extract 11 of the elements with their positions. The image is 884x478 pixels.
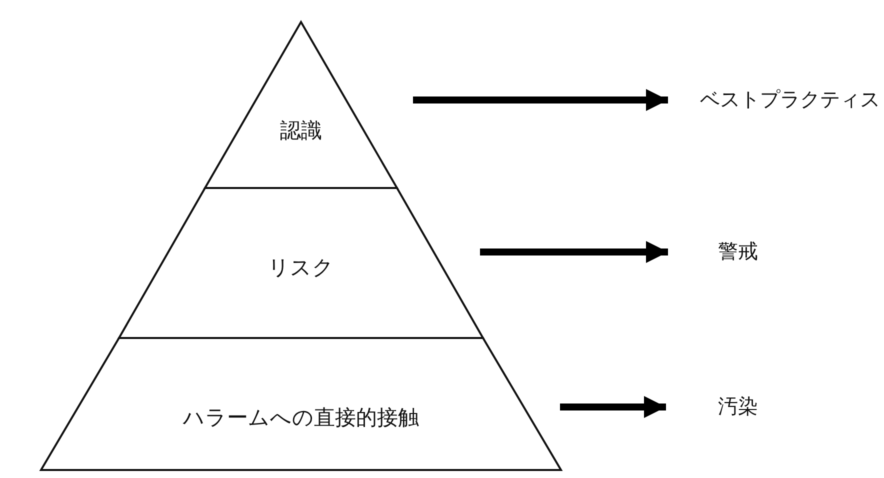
tier-label: リスク [268,255,334,281]
outcome-label: 警戒 [718,240,758,264]
tier-label: ハラームへの直接的接触 [183,405,419,431]
arrow [560,396,666,418]
pyramid-tier [205,22,397,188]
outcome-label: 汚染 [718,395,758,419]
arrow [413,89,668,111]
pyramid-tier [41,338,561,470]
pyramid-tier [119,188,483,338]
outcome-label: ベストプラクティス [700,88,880,112]
tier-label: 認識 [280,118,322,144]
